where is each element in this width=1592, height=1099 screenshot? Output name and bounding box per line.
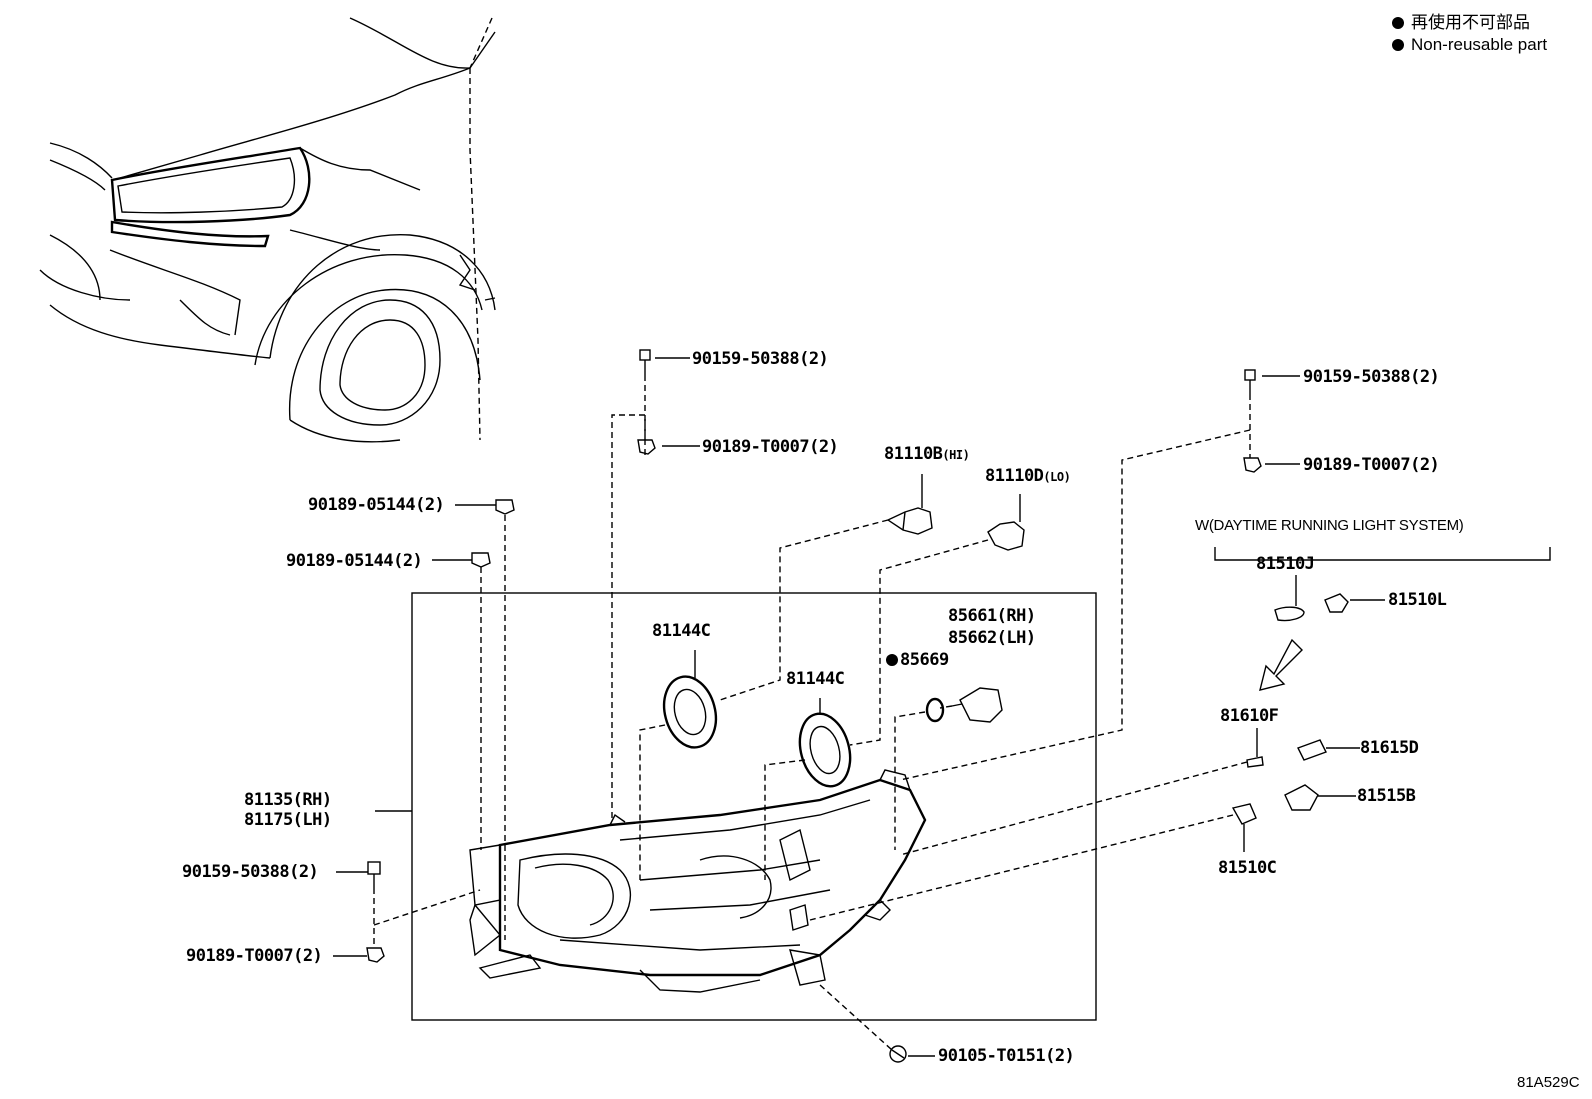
part-label-81144c-b: 81144C — [786, 669, 845, 689]
part-label-90189-t0007-right: 90189-T0007(2) — [1303, 455, 1440, 475]
fastener-nut-icon — [637, 439, 656, 455]
part-label-85661: 85661(RH) — [948, 606, 1036, 626]
direction-arrow-icon — [1259, 638, 1303, 691]
wedge-bulb-icon — [1246, 756, 1264, 768]
part-label-81110b: 81110B(HI) — [884, 444, 970, 464]
bulb-lo-icon — [987, 521, 1025, 551]
part-label-81110d: 81110D(LO) — [985, 466, 1071, 486]
part-label-81510j: 81510J — [1256, 554, 1315, 574]
part-label-90189-t0007-top: 90189-T0007(2) — [702, 437, 839, 457]
o-ring-icon — [925, 697, 945, 723]
part-label-81510c: 81510C — [1218, 858, 1277, 878]
fastener-bolt-icon — [367, 861, 381, 888]
part-label-90189-05144-a: 90189-05144(2) — [308, 495, 445, 515]
figure-id: 81A529C — [1517, 1074, 1580, 1091]
fastener-screw-icon — [889, 1045, 907, 1063]
fastener-clip-icon — [471, 552, 491, 568]
part-label-90159-50388-top: 90159-50388(2) — [692, 349, 829, 369]
part-label-81615d: 81615D — [1360, 738, 1419, 758]
socket-icon — [1284, 784, 1319, 811]
leader-lines — [333, 357, 1551, 1057]
part-label-90159-50388-left: 90159-50388(2) — [182, 862, 319, 882]
bulb-hi-icon — [886, 507, 933, 535]
part-label-81610f: 81610F — [1220, 706, 1279, 726]
part-label-81144c-a: 81144C — [652, 621, 711, 641]
seal-ring-icon — [662, 675, 718, 749]
vehicle-front-illustration — [39, 17, 496, 443]
legend-line-jp: 再使用不可部品 — [1392, 12, 1547, 34]
part-label-81515b: 81515B — [1357, 786, 1416, 806]
part-label-90189-05144-b: 90189-05144(2) — [286, 551, 423, 571]
part-label-90189-t0007-left: 90189-T0007(2) — [186, 946, 323, 966]
bulb-icon — [1231, 803, 1257, 825]
non-reusable-dot-icon — [1392, 39, 1404, 51]
fastener-bolt-icon — [1244, 369, 1256, 394]
drl-caption: W(DAYTIME RUNNING LIGHT SYSTEM) — [1195, 517, 1464, 534]
headlamp-assembly-drawing — [469, 769, 927, 993]
part-label-85669: 85669 — [886, 650, 949, 670]
fastener-nut-icon — [1243, 457, 1262, 473]
seal-ring-icon — [798, 712, 852, 788]
socket-icon — [1297, 739, 1327, 761]
part-label-81510l: 81510L — [1388, 590, 1447, 610]
legend-line-en: Non-reusable part — [1392, 34, 1547, 56]
fastener-bolt-icon — [639, 349, 651, 375]
assembly-frame — [411, 592, 1097, 1021]
non-reusable-dot-icon — [886, 654, 898, 666]
non-reusable-dot-icon — [1392, 17, 1404, 29]
fastener-clip-icon — [495, 499, 515, 515]
part-label-90159-50388-right: 90159-50388(2) — [1303, 367, 1440, 387]
drl-socket-icon — [1324, 593, 1349, 613]
part-label-90105-t0151: 90105-T0151(2) — [938, 1046, 1075, 1066]
part-label-81175: 81175(LH) — [244, 810, 332, 830]
part-label-81135: 81135(RH) — [244, 790, 332, 810]
legend: 再使用不可部品 Non-reusable part — [1392, 12, 1547, 56]
assembly-lines — [373, 375, 1251, 1051]
drl-bulb-icon — [1274, 606, 1305, 622]
part-label-85662: 85662(LH) — [948, 628, 1036, 648]
fastener-nut-icon — [366, 947, 385, 963]
bulb-socket-icon — [951, 687, 1003, 723]
